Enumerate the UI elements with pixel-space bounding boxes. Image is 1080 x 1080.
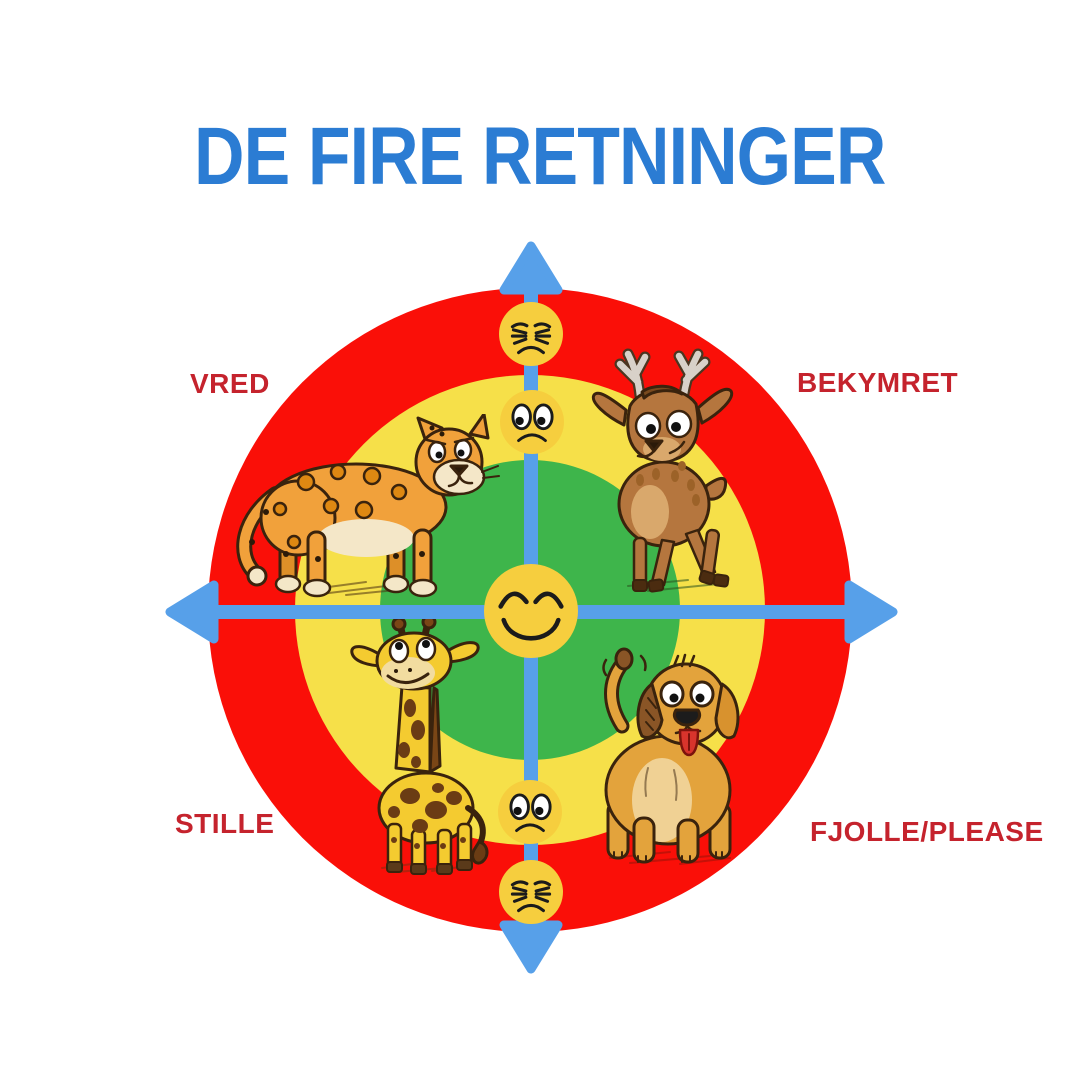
dog-illustration: [602, 647, 740, 865]
quadrant-label-fjolle-please: FJOLLE/PLEASE: [810, 816, 1044, 847]
page-title: DE FIRE RETNINGER: [0, 111, 1080, 203]
left-arrowhead: [165, 580, 219, 644]
quadrant-label-stille: STILLE: [175, 808, 275, 839]
quadrant-label-bekymret: BEKYMRET: [797, 367, 959, 398]
leopard-illustration: [236, 414, 500, 598]
face-lower-worried-icon: [498, 780, 562, 844]
quadrant-label-vred: VRED: [190, 368, 270, 399]
page-title-text: DE FIRE RETNINGER: [194, 110, 886, 203]
face-center-happy-icon: [484, 564, 578, 658]
deer-illustration: [591, 348, 734, 593]
right-arrowhead: [844, 580, 898, 644]
down-arrowhead: [499, 920, 563, 974]
giraffe-illustration: [350, 616, 489, 875]
face-upper-worried-icon: [500, 390, 564, 454]
face-top-distressed-icon: [499, 302, 563, 366]
up-arrowhead: [499, 241, 563, 295]
face-bottom-distressed-icon: [499, 860, 563, 924]
